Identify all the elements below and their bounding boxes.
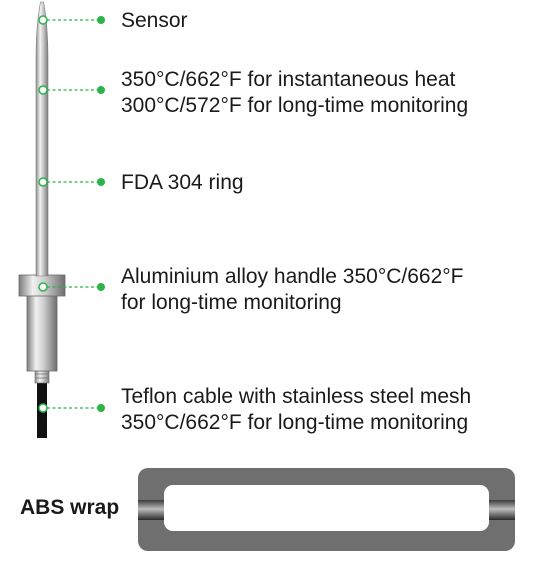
start-dot-handle [38, 282, 48, 292]
end-dot-temp [97, 86, 105, 94]
start-dot-ring [38, 177, 48, 187]
callout-cable-line-1: Teflon cable with stainless steel mesh [121, 385, 472, 408]
abs-wrap-window [164, 485, 489, 531]
start-dot-temp [38, 85, 48, 95]
callout-ring-line-1: FDA 304 ring [121, 171, 244, 194]
end-dot-handle [97, 283, 105, 291]
probe-thread [34, 369, 50, 384]
probe-needle [35, 1, 49, 277]
end-dot-sensor [97, 16, 105, 24]
callout-cable-line-2: 350°C/662°F for long-time monitoring [121, 411, 469, 434]
callout-temperature-line-2: 300°C/572°F for long-time monitoring [121, 94, 469, 117]
start-dot-cable [38, 403, 48, 413]
callout-handle-line-2: for long-time monitoring [121, 291, 342, 314]
callout-handle-line-1: Aluminium alloy handle 350°C/662°F [121, 265, 464, 288]
callout-cable: Teflon cable with stainless steel mesh 3… [121, 384, 471, 436]
start-dot-sensor [38, 15, 48, 25]
abs-wrap-pin-right [485, 500, 515, 520]
callout-handle: Aluminium alloy handle 350°C/662°F for l… [121, 264, 463, 316]
end-dot-cable [97, 404, 105, 412]
probe-handle [26, 289, 58, 372]
callout-sensor: Sensor [121, 8, 188, 34]
abs-wrap-pin-left [138, 500, 168, 520]
callout-temperature-line-1: 350°C/662°F for instantaneous heat [121, 68, 456, 91]
end-dot-ring [97, 178, 105, 186]
abs-wrap-label: ABS wrap [20, 496, 120, 519]
callout-temperature: 350°C/662°F for instantaneous heat 300°C… [121, 67, 468, 119]
abs-wrap-graphic [138, 468, 515, 551]
callout-sensor-line-1: Sensor [121, 9, 188, 32]
callout-ring: FDA 304 ring [121, 170, 244, 196]
